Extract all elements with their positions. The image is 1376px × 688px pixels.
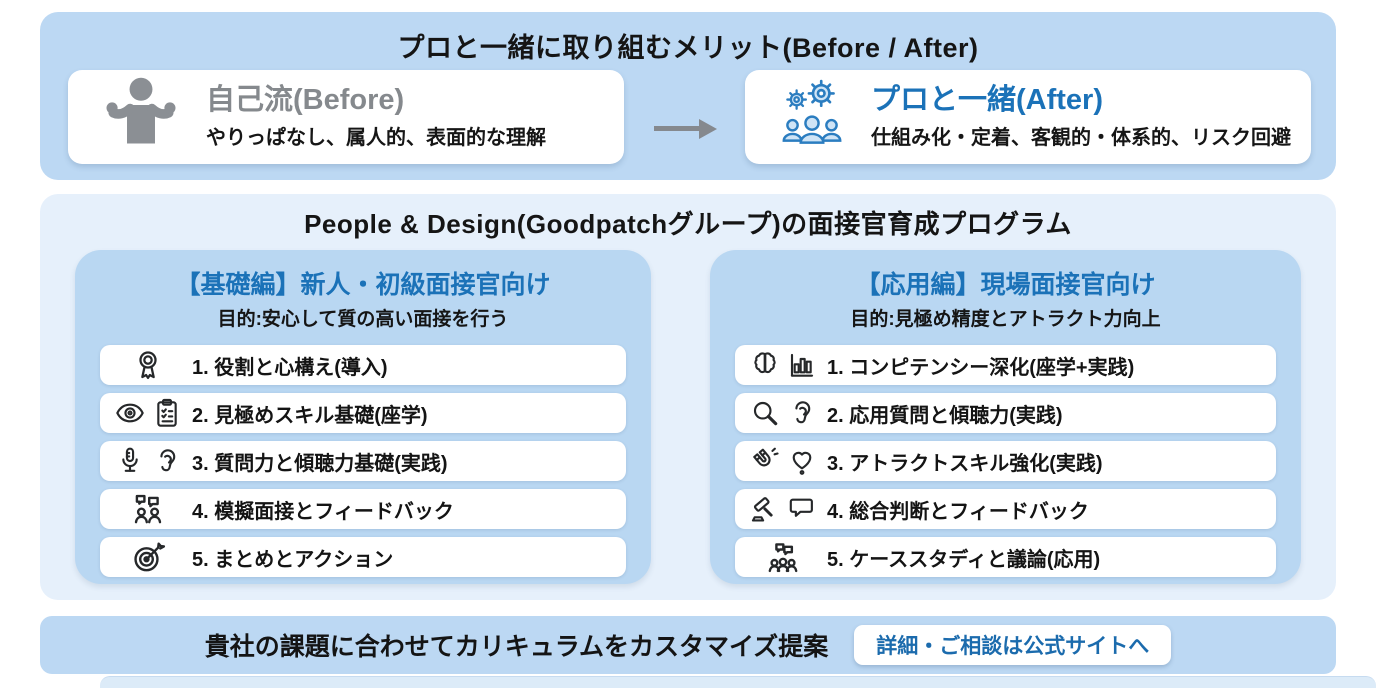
program-item-label: 4. 模擬面接とフィードバック xyxy=(192,500,454,523)
basic-course-heading: 【基礎編】新人・初級面接官向け xyxy=(175,271,551,299)
advanced-course-column: 【応用編】現場面接官向け 目的:見極め精度とアトラクト力向上 xyxy=(710,250,1301,584)
basic-course-column: 【基礎編】新人・初級面接官向け 目的:安心して質の高い面接を行う 1. 役割と心… xyxy=(75,250,651,584)
program-item: 2. 応用質問と傾聴力(実践) xyxy=(735,393,1276,433)
basic-course-purpose: 目的:安心して質の高い面接を行う xyxy=(217,309,509,330)
target-dart-icon xyxy=(100,539,192,575)
microphone-icon xyxy=(121,447,138,472)
group-discussion-icon xyxy=(735,539,827,575)
program-title: People & Design(Goodpatchグループ)の面接官育成プログラ… xyxy=(304,209,1072,239)
advanced-course-heading: 【応用編】現場面接官向け xyxy=(855,271,1156,299)
advanced-course-purpose: 目的:見極め精度とアトラクト力向上 xyxy=(850,309,1161,330)
official-site-button[interactable]: 詳細・ご相談は公式サイトへ xyxy=(854,625,1172,665)
program-item: 5. ケーススタディと議論(応用) xyxy=(735,537,1276,577)
merit-title: プロと一緒に取り組むメリット(Before / After) xyxy=(397,33,979,63)
magnet-icon xyxy=(752,447,779,467)
program-item: 4. 模擬面接とフィードバック xyxy=(100,489,626,529)
program-item-label: 3. 質問力と傾聴力基礎(実践) xyxy=(192,452,448,475)
merit-panel: プロと一緒に取り組むメリット(Before / After) 自己流(Befor… xyxy=(40,12,1336,180)
after-description: 仕組み化・定着、客観的・体系的、リスク回避 xyxy=(871,126,1291,149)
program-item: 4. 総合判断とフィードバック xyxy=(735,489,1276,529)
program-item: 3. アトラクトスキル強化(実践) xyxy=(735,441,1276,481)
customize-banner: 貴社の課題に合わせてカリキュラムをカスタマイズ提案 詳細・ご相談は公式サイトへ xyxy=(40,616,1336,674)
brain-icon xyxy=(753,352,776,374)
gavel-icon xyxy=(751,497,773,522)
bar-chart-icon xyxy=(790,353,813,377)
before-title: 自己流(Before) xyxy=(206,84,405,117)
medal-icon xyxy=(100,348,192,382)
gears-people-icon xyxy=(779,77,845,157)
program-item-label: 4. 総合判断とフィードバック xyxy=(827,500,1089,523)
customize-text: 貴社の課題に合わせてカリキュラムをカスタマイズ提案 xyxy=(204,633,829,661)
arrow-right-icon xyxy=(654,118,717,139)
program-item-label: 1. 役割と心構え(導入) xyxy=(192,356,388,379)
before-description: やりっぱなし、属人的、表面的な理解 xyxy=(206,126,546,149)
after-card: プロと一緒(After) 仕組み化・定着、客観的・体系的、リスク回避 xyxy=(745,70,1311,164)
heart-icon xyxy=(792,451,811,475)
ear-icon xyxy=(794,401,810,424)
speech-bubble-icon xyxy=(789,498,813,517)
program-item-label: 3. アトラクトスキル強化(実践) xyxy=(827,452,1103,475)
program-item-label: 5. ケーススタディと議論(応用) xyxy=(827,548,1101,571)
program-item-label: 5. まとめとアクション xyxy=(192,548,394,571)
eye-icon xyxy=(115,403,144,423)
program-item: 3. 質問力と傾聴力基礎(実践) xyxy=(100,441,626,481)
program-item: 2. 見極めスキル基礎(座学) xyxy=(100,393,626,433)
program-item-label: 2. 見極めスキル基礎(座学) xyxy=(192,404,428,427)
mock-interview-people-icon xyxy=(100,491,192,527)
program-item-label: 1. コンピテンシー深化(座学+実践) xyxy=(827,356,1135,379)
program-panel: People & Design(Goodpatchグループ)の面接官育成プログラ… xyxy=(40,194,1336,600)
after-title: プロと一緒(After) xyxy=(871,84,1103,117)
shrug-person-icon xyxy=(102,76,180,158)
program-item: 1. コンピテンシー深化(座学+実践) xyxy=(735,345,1276,385)
program-item: 5. まとめとアクション xyxy=(100,537,626,577)
program-item: 1. 役割と心構え(導入) xyxy=(100,345,626,385)
checklist-icon xyxy=(156,398,177,427)
program-item-label: 2. 応用質問と傾聴力(実践) xyxy=(827,404,1063,427)
before-card: 自己流(Before) やりっぱなし、属人的、表面的な理解 xyxy=(68,70,624,164)
magnifier-icon xyxy=(753,401,777,426)
ear-icon xyxy=(159,449,175,472)
next-section-edge xyxy=(100,676,1376,688)
